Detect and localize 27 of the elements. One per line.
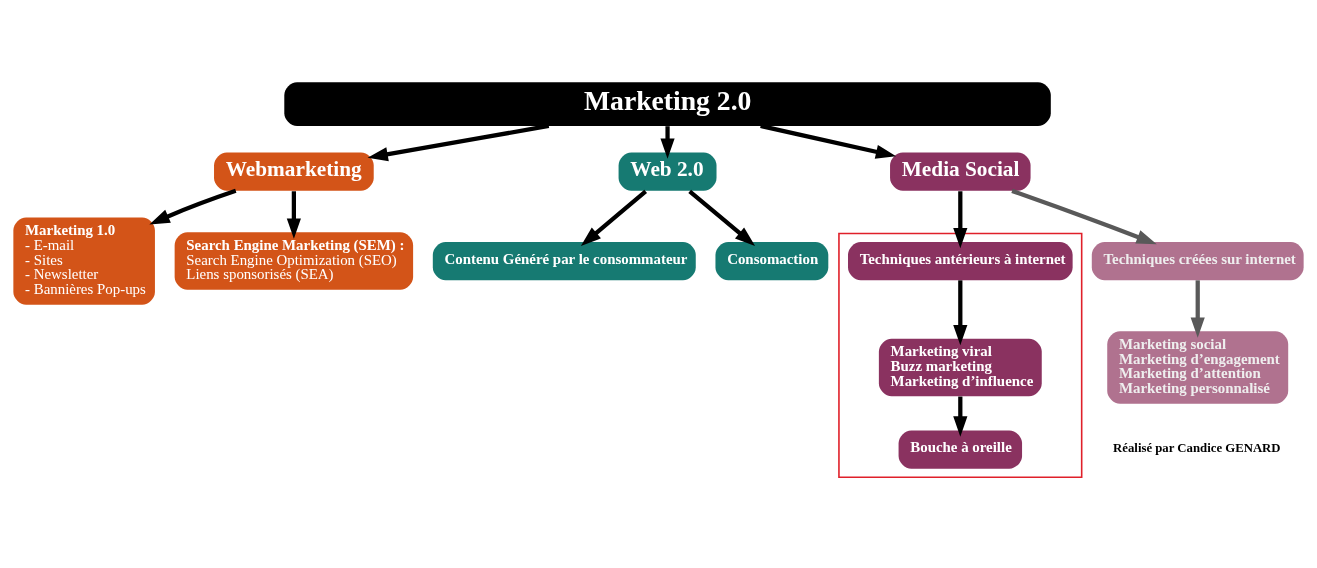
node-box: Contenu Généré par le consommateur bbox=[432, 241, 696, 281]
arrow bbox=[286, 191, 301, 239]
node-box: Marketing social Marketing d’engagement Marketing d’attention Marketing personnalisé bbox=[1107, 331, 1289, 404]
node-box: Search Engine Marketing (SEM) : Search Engine Optimization (SEO) Liens sponsorisés (SEA) bbox=[174, 232, 414, 290]
node-box: Bouche à oreille bbox=[898, 430, 1023, 469]
node-box: Consomaction bbox=[715, 241, 829, 281]
arrow bbox=[580, 189, 648, 247]
node-box: Marketing 2.0 bbox=[284, 82, 1051, 126]
node-box: Marketing viral Buzz marketing Marketing d’influence bbox=[878, 338, 1042, 397]
arrow bbox=[760, 123, 897, 159]
node-box: Techniques créées sur internet bbox=[1091, 241, 1304, 281]
arrow bbox=[688, 189, 756, 246]
arrow bbox=[953, 396, 968, 437]
arrow bbox=[1190, 280, 1205, 338]
node-box: Webmarketing bbox=[214, 152, 374, 191]
arrow bbox=[367, 123, 550, 162]
label: Réalisé par Candice GENARD bbox=[1113, 440, 1281, 455]
node-box: Media Social bbox=[890, 152, 1031, 191]
arrow bbox=[953, 280, 968, 346]
arrow bbox=[149, 188, 237, 225]
cluster bbox=[838, 232, 1083, 479]
node-box: Techniques antérieurs à internet bbox=[848, 241, 1073, 281]
arrow bbox=[953, 191, 968, 249]
arrow bbox=[1011, 188, 1157, 245]
node-box: Web 2.0 bbox=[618, 152, 717, 191]
arrow bbox=[660, 126, 675, 159]
node-box: Marketing 1.0 - E-mail - Sites - Newsletter - Bannières Pop-ups bbox=[13, 217, 155, 305]
